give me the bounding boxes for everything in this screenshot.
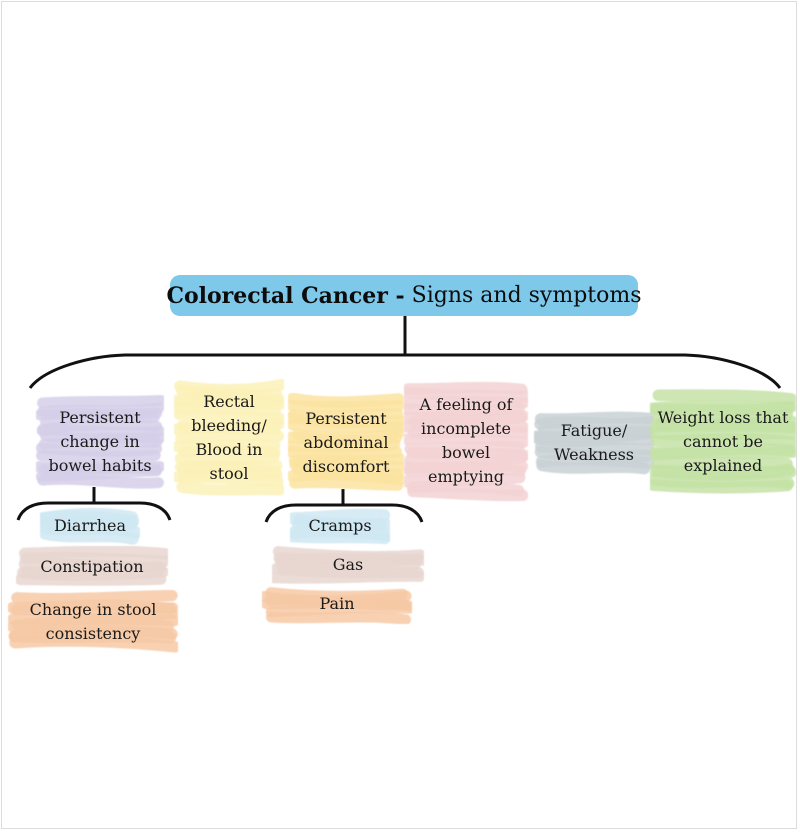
main-brace xyxy=(28,353,782,389)
discomfort-brace xyxy=(264,503,424,523)
paint-scribble xyxy=(272,546,424,584)
paint-scribble xyxy=(288,393,404,491)
bowel-change-label: Change in stool consistency xyxy=(29,600,157,643)
bowel-change-node: Change in stool consistency xyxy=(8,590,178,654)
discomfort-node: Cramps xyxy=(290,507,390,545)
paint-scribble xyxy=(534,411,654,475)
paint-scribble xyxy=(404,381,528,502)
title-normal: Signs and symptoms xyxy=(411,283,642,308)
bowel-change-node: Constipation xyxy=(16,546,168,588)
paint-scribble xyxy=(36,394,164,489)
bowel-change-label: Constipation xyxy=(40,557,144,576)
symptom-node: Persistent change in bowel habits xyxy=(36,394,164,490)
symptom-node: Rectal bleeding/ Blood in stool xyxy=(174,378,284,498)
discomfort-node: Gas xyxy=(272,545,424,585)
symptom-label: Persistent abdominal discomfort xyxy=(302,409,390,476)
discomfort-label: Pain xyxy=(319,594,355,613)
paint-scribble xyxy=(8,590,178,653)
discomfort-node: Pain xyxy=(262,584,412,624)
paint-scribble xyxy=(40,507,140,545)
symptom-node: Weight loss that cannot be explained xyxy=(650,388,796,496)
title-box: Colorectal Cancer - Signs and symptoms xyxy=(166,275,642,316)
paint-scribble xyxy=(290,508,390,545)
paint-scribble xyxy=(262,587,412,624)
title-bold: Colorectal Cancer - xyxy=(166,282,405,309)
discomfort-label: Gas xyxy=(332,555,364,574)
bowel-brace xyxy=(16,501,172,521)
bowel-change-node: Diarrhea xyxy=(40,507,140,545)
symptom-label: A feeling of incomplete bowel emptying xyxy=(419,395,513,486)
discomfort-label: Cramps xyxy=(308,516,372,535)
paint-scribble xyxy=(650,389,796,494)
symptom-node: Fatigue/ Weakness xyxy=(534,410,654,476)
paint-scribble xyxy=(16,546,168,586)
symptom-node: A feeling of incomplete bowel emptying xyxy=(404,380,528,502)
symptom-label: Persistent change in bowel habits xyxy=(48,408,152,475)
symptom-label: Weight loss that cannot be explained xyxy=(657,408,789,475)
symptom-label: Fatigue/ Weakness xyxy=(553,421,635,464)
bowel-change-label: Diarrhea xyxy=(53,516,127,535)
paint-scribble xyxy=(174,379,284,496)
symptom-node: Persistent abdominal discomfort xyxy=(288,393,404,493)
symptom-label: Rectal bleeding/ Blood in stool xyxy=(191,392,267,483)
